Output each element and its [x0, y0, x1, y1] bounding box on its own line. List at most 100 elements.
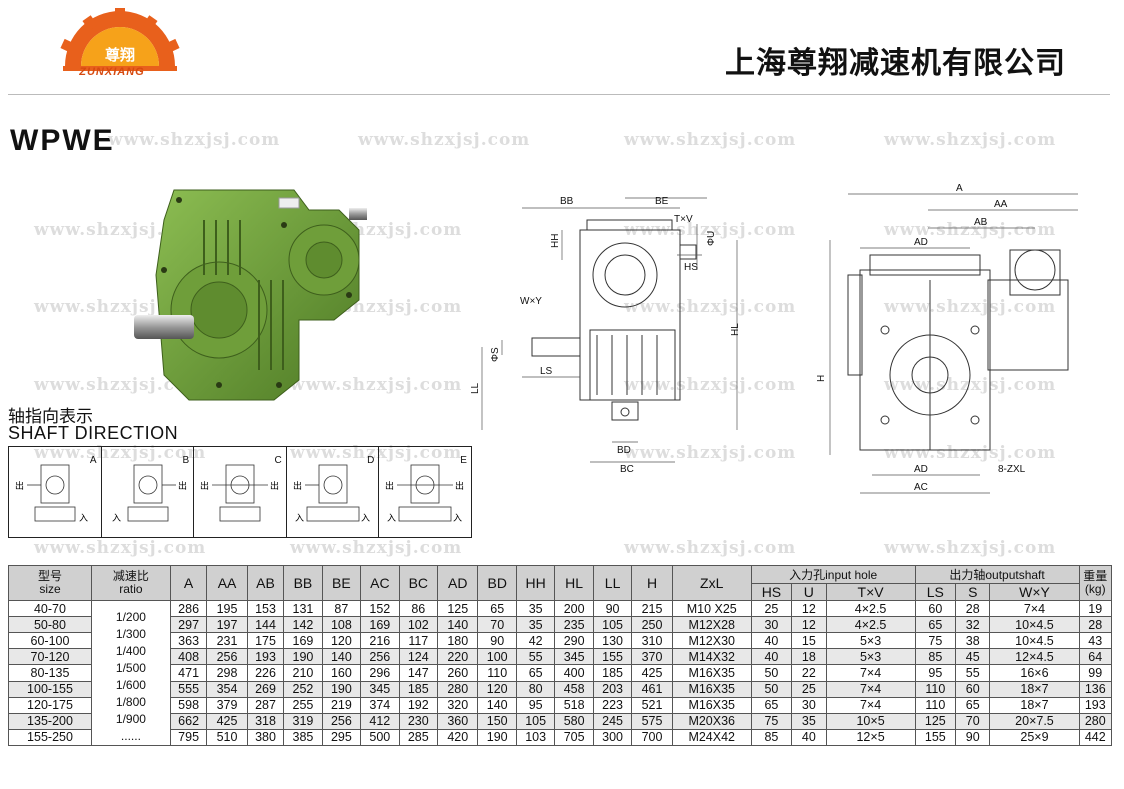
svg-text:出: 出 [15, 480, 24, 492]
table-cell: 252 [283, 680, 323, 698]
svg-text:BB: BB [560, 196, 574, 207]
table-cell: 7×4 [825, 696, 916, 714]
header-dim: HH [515, 565, 556, 601]
table-cell: 296 [360, 664, 400, 682]
table-cell: 354 [206, 680, 248, 698]
header-dim: AA [206, 565, 248, 601]
table-cell: 35 [515, 616, 556, 634]
table-cell: 10×5 [825, 712, 916, 730]
size-cell: 40-70 [8, 599, 92, 618]
table-cell: M10 X25 [671, 599, 752, 618]
table-cell: 297 [169, 616, 208, 634]
table-cell: 180 [437, 632, 479, 650]
table-cell: 65 [914, 616, 957, 634]
table-cell: 55 [515, 648, 556, 666]
header-output: W×Y [989, 583, 1080, 601]
table-cell: M16X35 [671, 696, 752, 714]
logo-wordmark: ZUNXIANG [79, 66, 145, 78]
company-logo: 尊翔 [55, 8, 185, 86]
svg-text:出: 出 [385, 480, 394, 492]
table-cell: 87 [321, 599, 362, 618]
table-cell: 12 [791, 616, 827, 634]
model-title: WPWE [10, 124, 115, 157]
gear-logo-icon: 尊翔 [60, 8, 180, 71]
table-cell: 70 [477, 616, 517, 634]
table-cell: 65 [750, 696, 793, 714]
header-dim: BE [321, 565, 362, 601]
svg-text:8-ZXL: 8-ZXL [998, 464, 1026, 475]
header-dim: BC [398, 565, 439, 601]
table-cell: 95 [914, 664, 957, 682]
shaft-direction-title-en: SHAFT DIRECTION [8, 423, 179, 443]
ratio-value: 1/200 [115, 610, 146, 624]
table-cell: 40 [750, 632, 793, 650]
table-cell: 10×4.5 [989, 632, 1080, 650]
table-cell: 226 [246, 664, 285, 682]
shaft-direction-diagram-icon: 出 出 [200, 464, 279, 522]
table-cell: 105 [592, 616, 633, 634]
svg-text:入: 入 [387, 513, 396, 524]
table-cell: 28 [955, 599, 991, 618]
table-cell: 216 [360, 632, 400, 650]
table-cell: 185 [592, 664, 633, 682]
table-cell: 580 [554, 712, 594, 730]
table-cell: 220 [437, 648, 479, 666]
header-divider [8, 94, 1110, 95]
table-cell: 280 [1078, 712, 1112, 730]
table-cell: 155 [592, 648, 633, 666]
table-cell: 319 [283, 712, 323, 730]
table-cell: M16X35 [671, 680, 752, 698]
table-cell: 500 [360, 728, 400, 747]
ratio-value: 1/500 [115, 661, 146, 675]
table-cell: 193 [246, 648, 285, 666]
table-cell: 380 [246, 728, 285, 747]
table-cell: 412 [360, 712, 400, 730]
table-cell: 20×7.5 [989, 712, 1080, 730]
table-cell: 110 [914, 680, 957, 698]
header-input: T×V [825, 583, 916, 601]
table-cell: 131 [283, 599, 323, 618]
table-cell: 420 [437, 728, 479, 747]
shaft-direction-diagram-icon: 出 入 [15, 464, 88, 524]
shaft-direction-diagram-icon: 出 入 [112, 464, 187, 524]
table-cell: 120 [321, 632, 362, 650]
table-cell: 363 [169, 632, 208, 650]
table-cell: 442 [1078, 728, 1112, 747]
table-cell: 471 [169, 664, 208, 682]
table-cell: 70 [955, 712, 991, 730]
table-cell: 124 [398, 648, 439, 666]
table-cell: 64 [1078, 648, 1112, 666]
table-cell: 125 [914, 712, 957, 730]
table-cell: 7×4 [825, 664, 916, 682]
ratio-value: 1/900 [115, 712, 146, 726]
table-cell: 400 [554, 664, 594, 682]
svg-text:H: H [816, 375, 827, 382]
table-cell: 160 [321, 664, 362, 682]
svg-text:AD: AD [914, 237, 928, 248]
shaft-direction-diagram-icon: 出 入 入 [293, 464, 370, 524]
table-cell: 458 [554, 680, 594, 698]
table-cell: 18×7 [989, 680, 1080, 698]
table-cell: 195 [206, 599, 248, 618]
shaft-direction-strip: A 出 入 B 出 入 C 出 出 D 出 入 入 E [8, 446, 472, 538]
table-cell: 130 [592, 632, 633, 650]
table-cell: 100 [477, 648, 517, 666]
table-cell: 150 [477, 712, 517, 730]
table-cell: 280 [437, 680, 479, 698]
table-cell: 461 [631, 680, 673, 698]
header-dim: LL [592, 565, 633, 601]
gearbox-photo [134, 189, 367, 401]
table-cell: 230 [398, 712, 439, 730]
table-cell: 700 [631, 728, 673, 747]
table-cell: 110 [914, 696, 957, 714]
table-cell: 142 [283, 616, 323, 634]
header-input-group: 入力孔input hole [750, 565, 916, 584]
header-dim: A [169, 565, 208, 601]
table-cell: 408 [169, 648, 208, 666]
table-cell: 25×9 [989, 728, 1080, 747]
